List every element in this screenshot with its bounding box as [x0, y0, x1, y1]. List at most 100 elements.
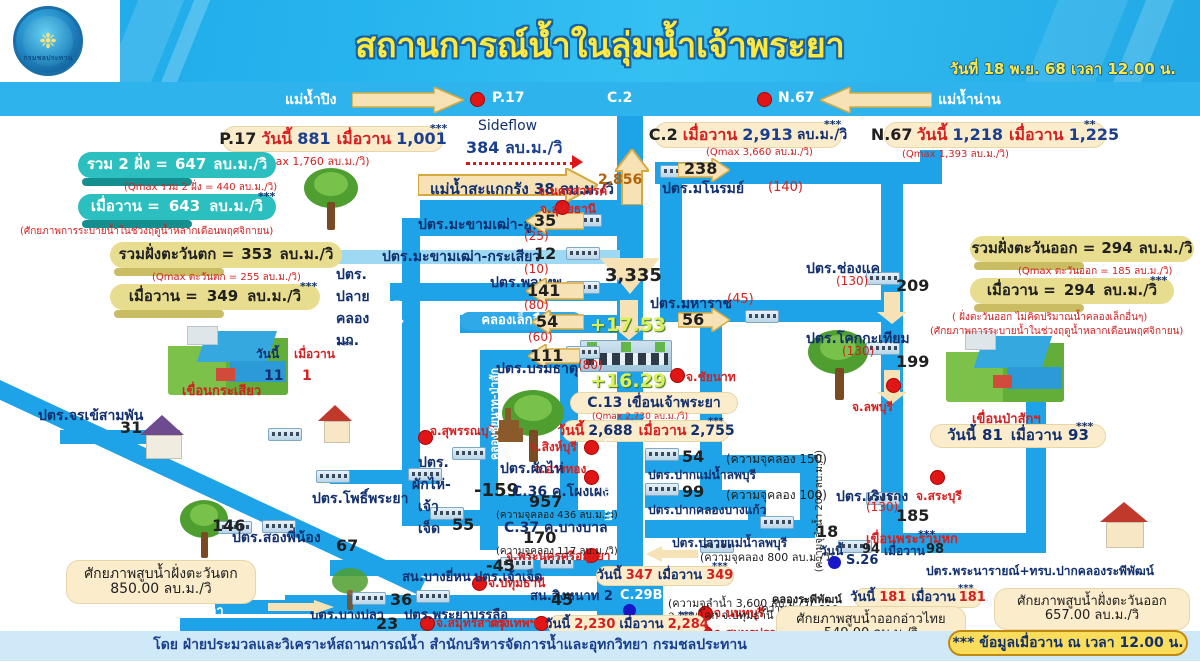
n67-yest-label: เมื่อวาน	[1009, 124, 1064, 144]
east-stars: ***	[712, 561, 728, 572]
canal-phakhai-link	[498, 495, 578, 511]
house-icon	[132, 415, 194, 461]
gate-icon	[316, 470, 350, 483]
label-pladoi-1: ปตร.	[336, 267, 367, 283]
cap-pakklongbangkaew: (ความจุคลอง 100)	[726, 488, 827, 502]
gate-icon	[866, 342, 900, 355]
p17-today-value: 881	[297, 128, 331, 148]
province-ayutthaya: จ.พระนครศรีอยุธยา	[506, 549, 611, 563]
gate-value-khokkathiam: 199	[896, 352, 930, 371]
pump-west-title: ศักยภาพสูบน้ำฝั่งตะวันตก	[84, 566, 238, 583]
west-total-label: รวม 2 ฝั่ง =	[86, 155, 168, 174]
arrow-head-icon	[877, 312, 907, 324]
report-datetime: วันที่ 18 พ.ย. 68 เวลา 12.00 น.	[949, 60, 1176, 78]
label-pasak-dam: เขื่อนป่าสักฯ	[972, 412, 1041, 427]
callout-c2: C.2 เมื่อวาน 2,913 ลบ.ม./วิ	[649, 122, 847, 148]
station-dot-n67	[757, 92, 772, 107]
pump-east-box: ศักยภาพสูบน้ำฝั่งตะวันออก 657.00 ลบ.ม./ว…	[994, 588, 1190, 630]
c29b-yest-label: เมื่อวาน	[619, 617, 664, 633]
gate-cap-chongkhae: (130)	[836, 274, 869, 288]
arrow-down-3335-icon	[600, 258, 660, 294]
flow-3335: 3,335	[605, 265, 662, 286]
gate-value-manorom: 238	[684, 159, 718, 178]
arrow-stem-icon	[620, 300, 638, 328]
gate-icon	[745, 310, 779, 323]
west-total-box: รวม 2 ฝั่ง = 647 ลบ.ม./วิ	[78, 152, 276, 178]
pump-east-value: 657.00 ลบ.ม./วิ	[1044, 608, 1140, 623]
label-plainamlopburi: ปตร.ปลายแม่น้ำลพบุรี	[672, 536, 788, 550]
arrow-left-plainam	[646, 546, 698, 562]
canal-lopburi-a	[718, 455, 818, 473]
gate-cap-makham-uthong: (25)	[524, 229, 549, 243]
gate-icon	[645, 483, 679, 496]
arrow-right-thasan	[268, 600, 334, 614]
gate-label-boromathat: ปตร.บรมธาตุ	[496, 361, 578, 377]
arrow-left-nan	[820, 87, 932, 113]
province-dot-samutsakhon	[420, 616, 435, 631]
value-31: 31	[120, 418, 143, 437]
province-samutsakhon: จ.สมุทรสาคร	[436, 616, 506, 630]
gate-cap-makham-krasiao: (10)	[524, 262, 549, 276]
value-singhanat: 45	[551, 590, 574, 609]
sideflow-arrowhead-icon	[572, 155, 583, 169]
province-dot-suphanburi	[418, 430, 433, 445]
east-today-label: วันนี้	[596, 568, 622, 584]
gate-label-manorom: ปตร.มโนรมย์	[662, 181, 745, 197]
gate-value-makham-uthong: 35	[534, 211, 557, 230]
gate-cap-khokkathiam: (130)	[842, 344, 875, 358]
label-rapeephat: คลองระพีพัฒน์	[772, 593, 842, 606]
footer-credit: โดย ฝ่ายประมวลและวิเคราะห์สถานการณ์น้ำ ส…	[153, 637, 747, 653]
arrow-left-phonthep	[526, 278, 584, 304]
top-station-band	[0, 82, 1200, 116]
c2-label: C.2	[648, 124, 678, 144]
p17-stars: ***	[430, 122, 448, 135]
tree-icon	[300, 168, 362, 234]
gate-icon	[760, 516, 794, 529]
station-dot-p17	[470, 92, 485, 107]
label-phakhai-gate: ปตร.ผักไห่	[500, 461, 564, 477]
east-side-yesterday-box: เมื่อวาน = 294 ลบ.ม./วิ	[970, 278, 1174, 304]
east-side-qmax: (Qmax ตะวันออก = 185 ลบ.ม./วิ)	[1018, 266, 1173, 277]
arrow-right-manorom	[678, 158, 730, 182]
label-phakhai-2: ผักไห่-	[412, 477, 451, 493]
rapeephat-today-value: 181	[879, 590, 907, 606]
pagoda-icon	[495, 408, 523, 444]
west-side-yest-unit: ลบ.ม./วิ	[247, 287, 302, 306]
province-nonthaburi: จ.นนทบุรี	[714, 606, 764, 620]
logo-caption: กรมชลประทาน	[23, 54, 73, 62]
canal-chaochet-vertical	[480, 350, 498, 550]
west-total-value: 647	[174, 155, 207, 174]
yellow-shadow	[974, 304, 1084, 312]
east-side-yest-unit: ลบ.ม./วิ	[1103, 281, 1158, 300]
callout-c13-title: C.13 เขื่อนเจ้าพระยา	[570, 392, 738, 414]
label-klong-chaiyanat: คลองชัยนาท-ป่าสัก	[488, 368, 501, 461]
canal-to-pasak	[881, 533, 1046, 553]
canal-chainat-pasak-south	[881, 300, 903, 550]
label-jorakhe: ปตร.จรเข้สามพัน	[38, 408, 144, 424]
gate-cap-phonthep: (80)	[524, 298, 549, 312]
pasak-yest-value: 93	[1068, 426, 1089, 445]
label-chaophraya-river: แม่น้ำเจ้าพระยา	[601, 438, 615, 522]
west-total-unit: ลบ.ม./วิ	[213, 155, 268, 174]
province-lopburi: จ.ลพบุรี	[852, 400, 893, 414]
label-ping-river: แม่น้ำปิง	[285, 92, 337, 108]
pump-east-title: ศักยภาพสูบน้ำฝั่งตะวันออก	[1017, 594, 1167, 610]
west-side-yest-label: เมื่อวาน =	[128, 287, 198, 306]
west-side-value: 353	[241, 245, 273, 264]
west-side-yest-value: 349	[206, 287, 239, 306]
gate-icon	[700, 540, 734, 553]
station-label-p17: P.17	[492, 90, 525, 106]
west-side-total-box: รวมฝั่งตะวันตก = 353 ลบ.ม./วิ	[110, 242, 342, 268]
cap-c29b: (ความจุลำน้ำ 3,600 ลบ.ม./วิ)	[668, 597, 813, 610]
cap-c37: (ความจุคลอง 117 ลบ.ม./วิ)	[496, 546, 618, 557]
rapeephat-yest-label: เมื่อวาน	[911, 590, 956, 606]
west-side-yesterday-box: เมื่อวาน = 349 ลบ.ม./วิ	[110, 284, 320, 310]
gate-icon	[566, 247, 600, 260]
yellow-shadow	[974, 262, 1084, 270]
label-songphinong: ปตร.สองพี่น้อง	[232, 530, 321, 546]
province-dot-lopburi	[886, 378, 901, 393]
n67-today-value: 1,218	[952, 124, 1004, 144]
gate-value-maharat: 56	[682, 310, 705, 329]
gate-icon	[452, 447, 486, 460]
